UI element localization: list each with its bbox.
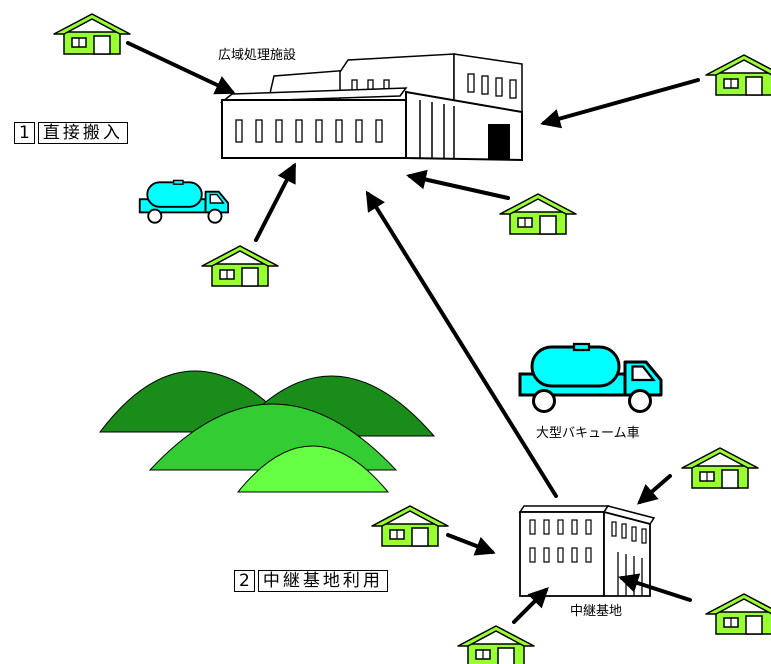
house-icon (499, 193, 577, 235)
arrow-house-topleft-to-facility (126, 41, 236, 95)
facility-label: 広域処理施設 (218, 48, 297, 63)
arrow-house-topright-to-facility (540, 78, 700, 129)
vacuum-truck-label: 大型バキューム車 (536, 426, 640, 441)
house-icon (681, 447, 759, 489)
house-icon (457, 625, 535, 664)
route-relay-number: 2 (234, 570, 255, 592)
house-icon (201, 245, 279, 287)
vacuum-truck-large-icon (518, 342, 663, 414)
relay-station-label: 中継基地 (570, 604, 623, 619)
route-direct-label: 1 直接搬入 (14, 122, 128, 144)
arrow-relay-to-facility (365, 190, 558, 498)
house-icon (705, 593, 771, 635)
arrow-house-right-to-facility (406, 169, 510, 200)
route-direct-text: 直接搬入 (37, 122, 128, 144)
route-relay-text: 中継基地利用 (257, 570, 388, 592)
house-icon (705, 54, 771, 96)
vacuum-truck-small-icon (138, 179, 230, 224)
green-hills (98, 370, 436, 493)
arrow-house-bottom-to-relay (512, 587, 549, 624)
arrow-house-bottom-to-facility (254, 162, 296, 242)
arrow-house-upperright-to-relay (636, 474, 672, 505)
house-icon (371, 505, 449, 547)
flow-arrows (126, 41, 700, 624)
regional-facility-building (219, 53, 523, 162)
house-icon (53, 13, 131, 55)
arrow-house-left-to-relay (446, 533, 496, 556)
arrow-house-lowerright-to-relay (618, 573, 692, 602)
route-relay-label: 2 中継基地利用 (234, 570, 388, 592)
route-direct-number: 1 (14, 122, 35, 144)
